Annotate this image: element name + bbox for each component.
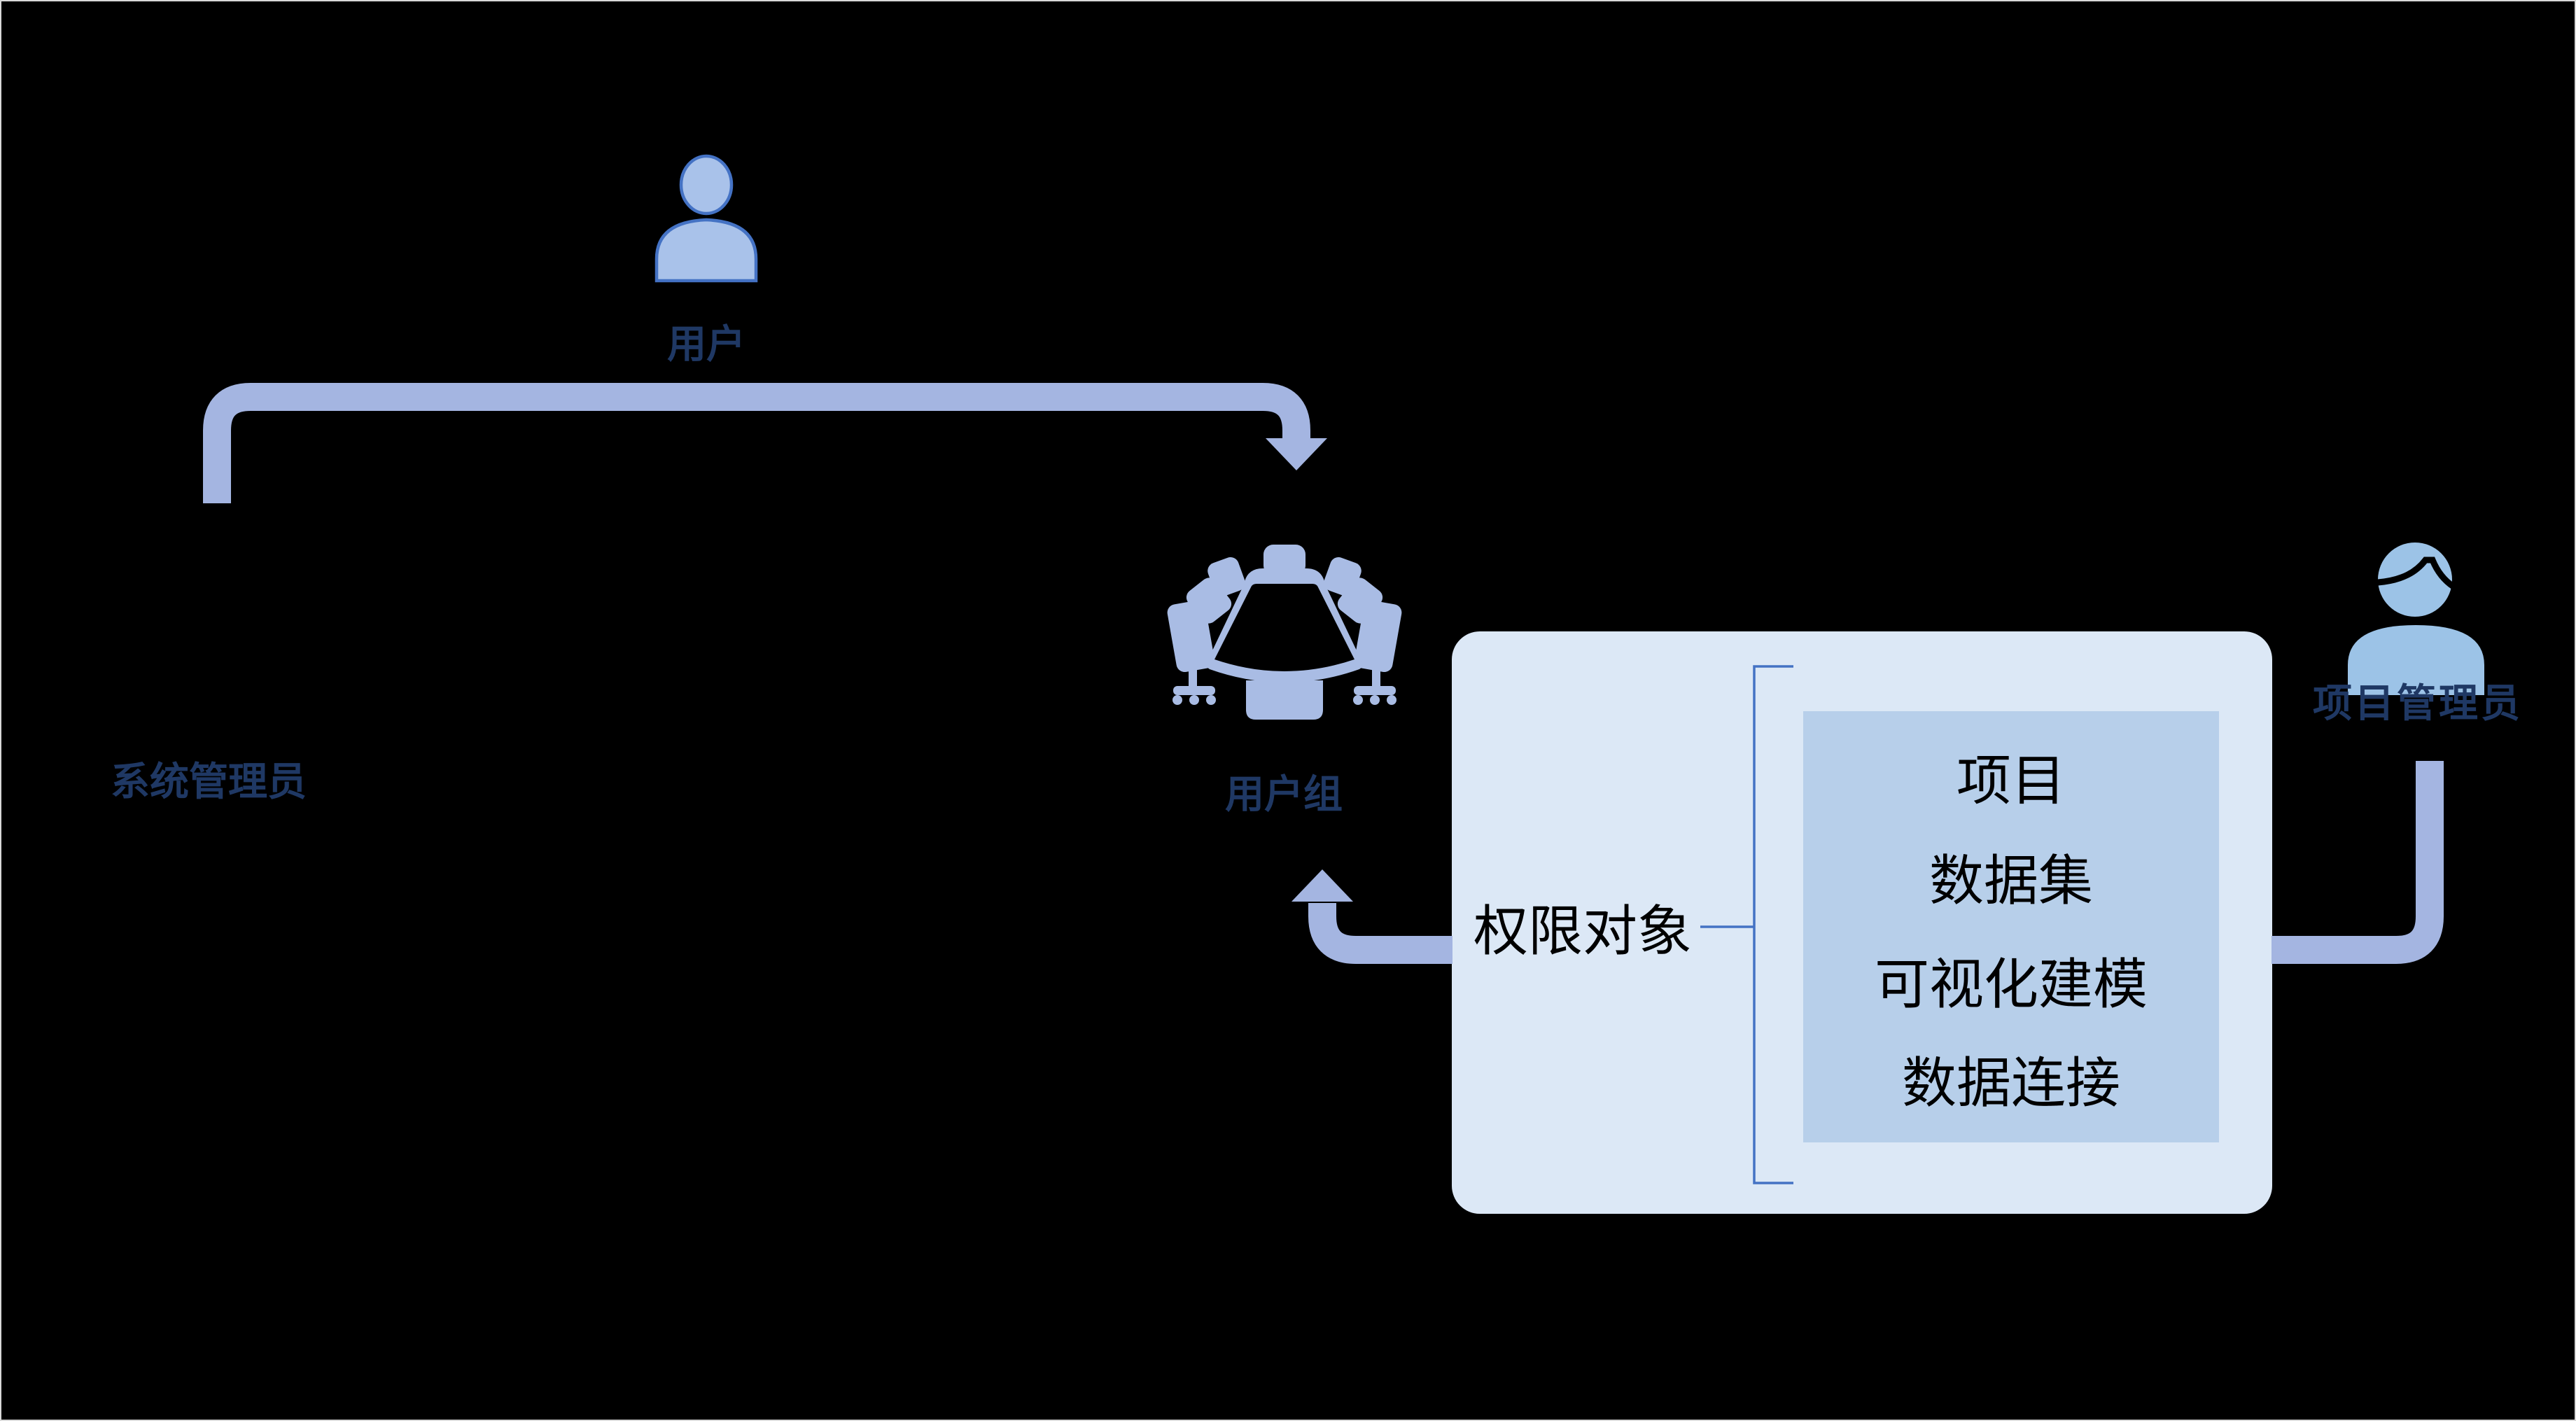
- permission-object-label: 权限对象: [1473, 900, 1693, 962]
- user-icon: [654, 154, 758, 283]
- system-admin-label: 系统管理员: [111, 760, 307, 804]
- arrowhead-down-icon: [1266, 438, 1327, 470]
- permission-item-project: 项目: [1956, 750, 2066, 811]
- project-admin-user-icon: [2348, 542, 2484, 695]
- meeting-group-icon: [1167, 545, 1402, 720]
- connector-project-admin-to-permission-box: [2272, 761, 2444, 964]
- hair-part-line: [2374, 556, 2457, 590]
- project-admin-label: 项目管理员: [2313, 681, 2523, 725]
- arrowhead-up-icon: [1292, 869, 1353, 902]
- permission-item-data-connection: 数据连接: [1901, 1052, 2121, 1114]
- arrow-permission-box-to-user-group: [1292, 869, 1452, 964]
- user-group-label: 用户组: [1225, 772, 1343, 816]
- permission-items-box: [1803, 711, 2219, 1142]
- permission-item-visual-modeling: 可视化建模: [1874, 953, 2148, 1015]
- arrow-user-to-user-group: [203, 383, 1327, 503]
- bracket-permission-items: [1700, 665, 1793, 1184]
- user-label: 用户: [667, 322, 746, 366]
- permission-item-dataset: 数据集: [1928, 850, 2094, 911]
